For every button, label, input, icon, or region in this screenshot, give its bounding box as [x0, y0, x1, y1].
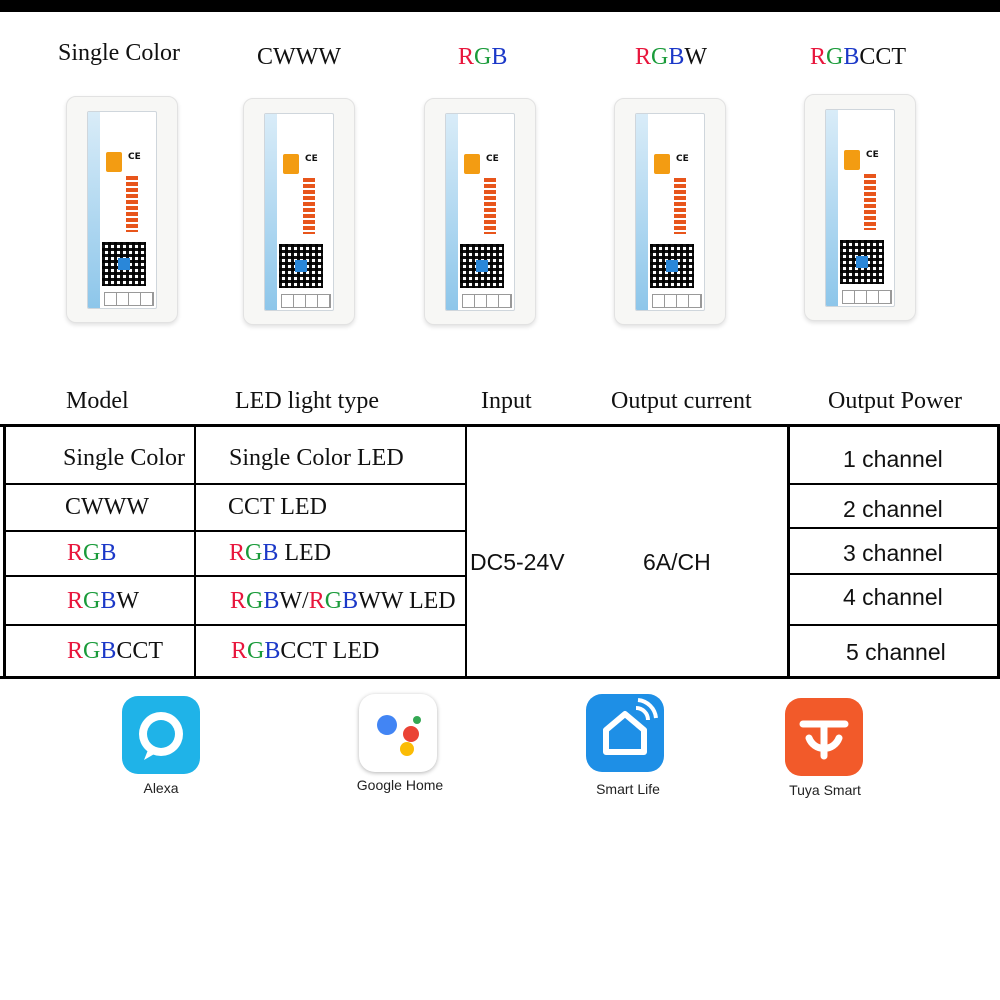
cell-model-single-color: Single Color	[63, 445, 186, 471]
cell-power-2: 2 channel	[843, 496, 943, 522]
controller-device-single-color: CE	[66, 96, 178, 323]
cell-model-rgb: RGB	[67, 540, 117, 566]
cell-led-rgb: RGB LED	[229, 540, 332, 566]
controller-label-single-color: Single Color	[58, 40, 181, 66]
controller-label-rgbcct: RGBCCT	[810, 44, 907, 70]
cell-power-1: 1 channel	[843, 446, 943, 472]
tuya-logo-icon	[106, 152, 122, 172]
cell-led-rgbw: RGBW/RGBWW LED	[230, 588, 456, 614]
header-output-current: Output current	[611, 388, 752, 414]
controller-device-rgbw: CE	[614, 98, 726, 325]
ce-mark-icon: CE	[486, 154, 499, 164]
smart-life-house-icon	[586, 694, 664, 772]
ce-mark-icon: CE	[866, 150, 879, 160]
controller-device-rgbcct: CE	[804, 94, 916, 321]
cell-model-rgbcct: RGBCCT	[67, 638, 164, 664]
header-output-power: Output Power	[828, 388, 962, 414]
app-label-google-home: Google Home	[356, 777, 444, 793]
header-model: Model	[66, 388, 129, 414]
cell-power-3: 3 channel	[843, 540, 943, 566]
cell-power-5: 5 channel	[846, 639, 946, 665]
qr-code-icon	[102, 242, 146, 286]
ce-mark-icon: CE	[676, 154, 689, 164]
controller-device-rgb: CE	[424, 98, 536, 325]
app-label-alexa: Alexa	[143, 780, 179, 796]
tuya-icon	[785, 698, 863, 776]
google-assistant-icon	[359, 694, 437, 772]
tuya-logo-icon	[654, 154, 670, 174]
qr-code-icon	[279, 244, 323, 288]
cell-model-rgbw: RGBW	[67, 588, 140, 614]
cell-output-current: 6A/CH	[643, 549, 711, 575]
ce-mark-icon: CE	[305, 154, 318, 164]
qr-code-icon	[460, 244, 504, 288]
controller-label-cwww: CWWW	[257, 44, 341, 70]
tuya-logo-icon	[844, 150, 860, 170]
controller-device-cwww: CE	[243, 98, 355, 325]
app-label-tuya-smart: Tuya Smart	[789, 782, 861, 798]
tuya-logo-icon	[283, 154, 299, 174]
app-label-smart-life: Smart Life	[596, 781, 660, 797]
alexa-icon	[122, 696, 200, 774]
ce-mark-icon: CE	[128, 152, 141, 162]
cell-model-cwww: CWWW	[65, 494, 149, 520]
cell-led-single-color: Single Color LED	[229, 445, 404, 471]
qr-code-icon	[650, 244, 694, 288]
header-led-type: LED light type	[235, 388, 379, 414]
qr-code-icon	[840, 240, 884, 284]
header-input: Input	[481, 388, 532, 414]
controller-label-rgb: RGB	[458, 44, 508, 70]
cell-power-4: 4 channel	[843, 584, 943, 610]
tuya-logo-icon	[464, 154, 480, 174]
cell-led-cct: CCT LED	[228, 494, 327, 520]
cell-led-rgbcct: RGBCCT LED	[231, 638, 380, 664]
controller-label-rgbw: RGBW	[635, 44, 708, 70]
cell-input: DC5-24V	[470, 549, 565, 575]
top-border	[0, 0, 1000, 12]
